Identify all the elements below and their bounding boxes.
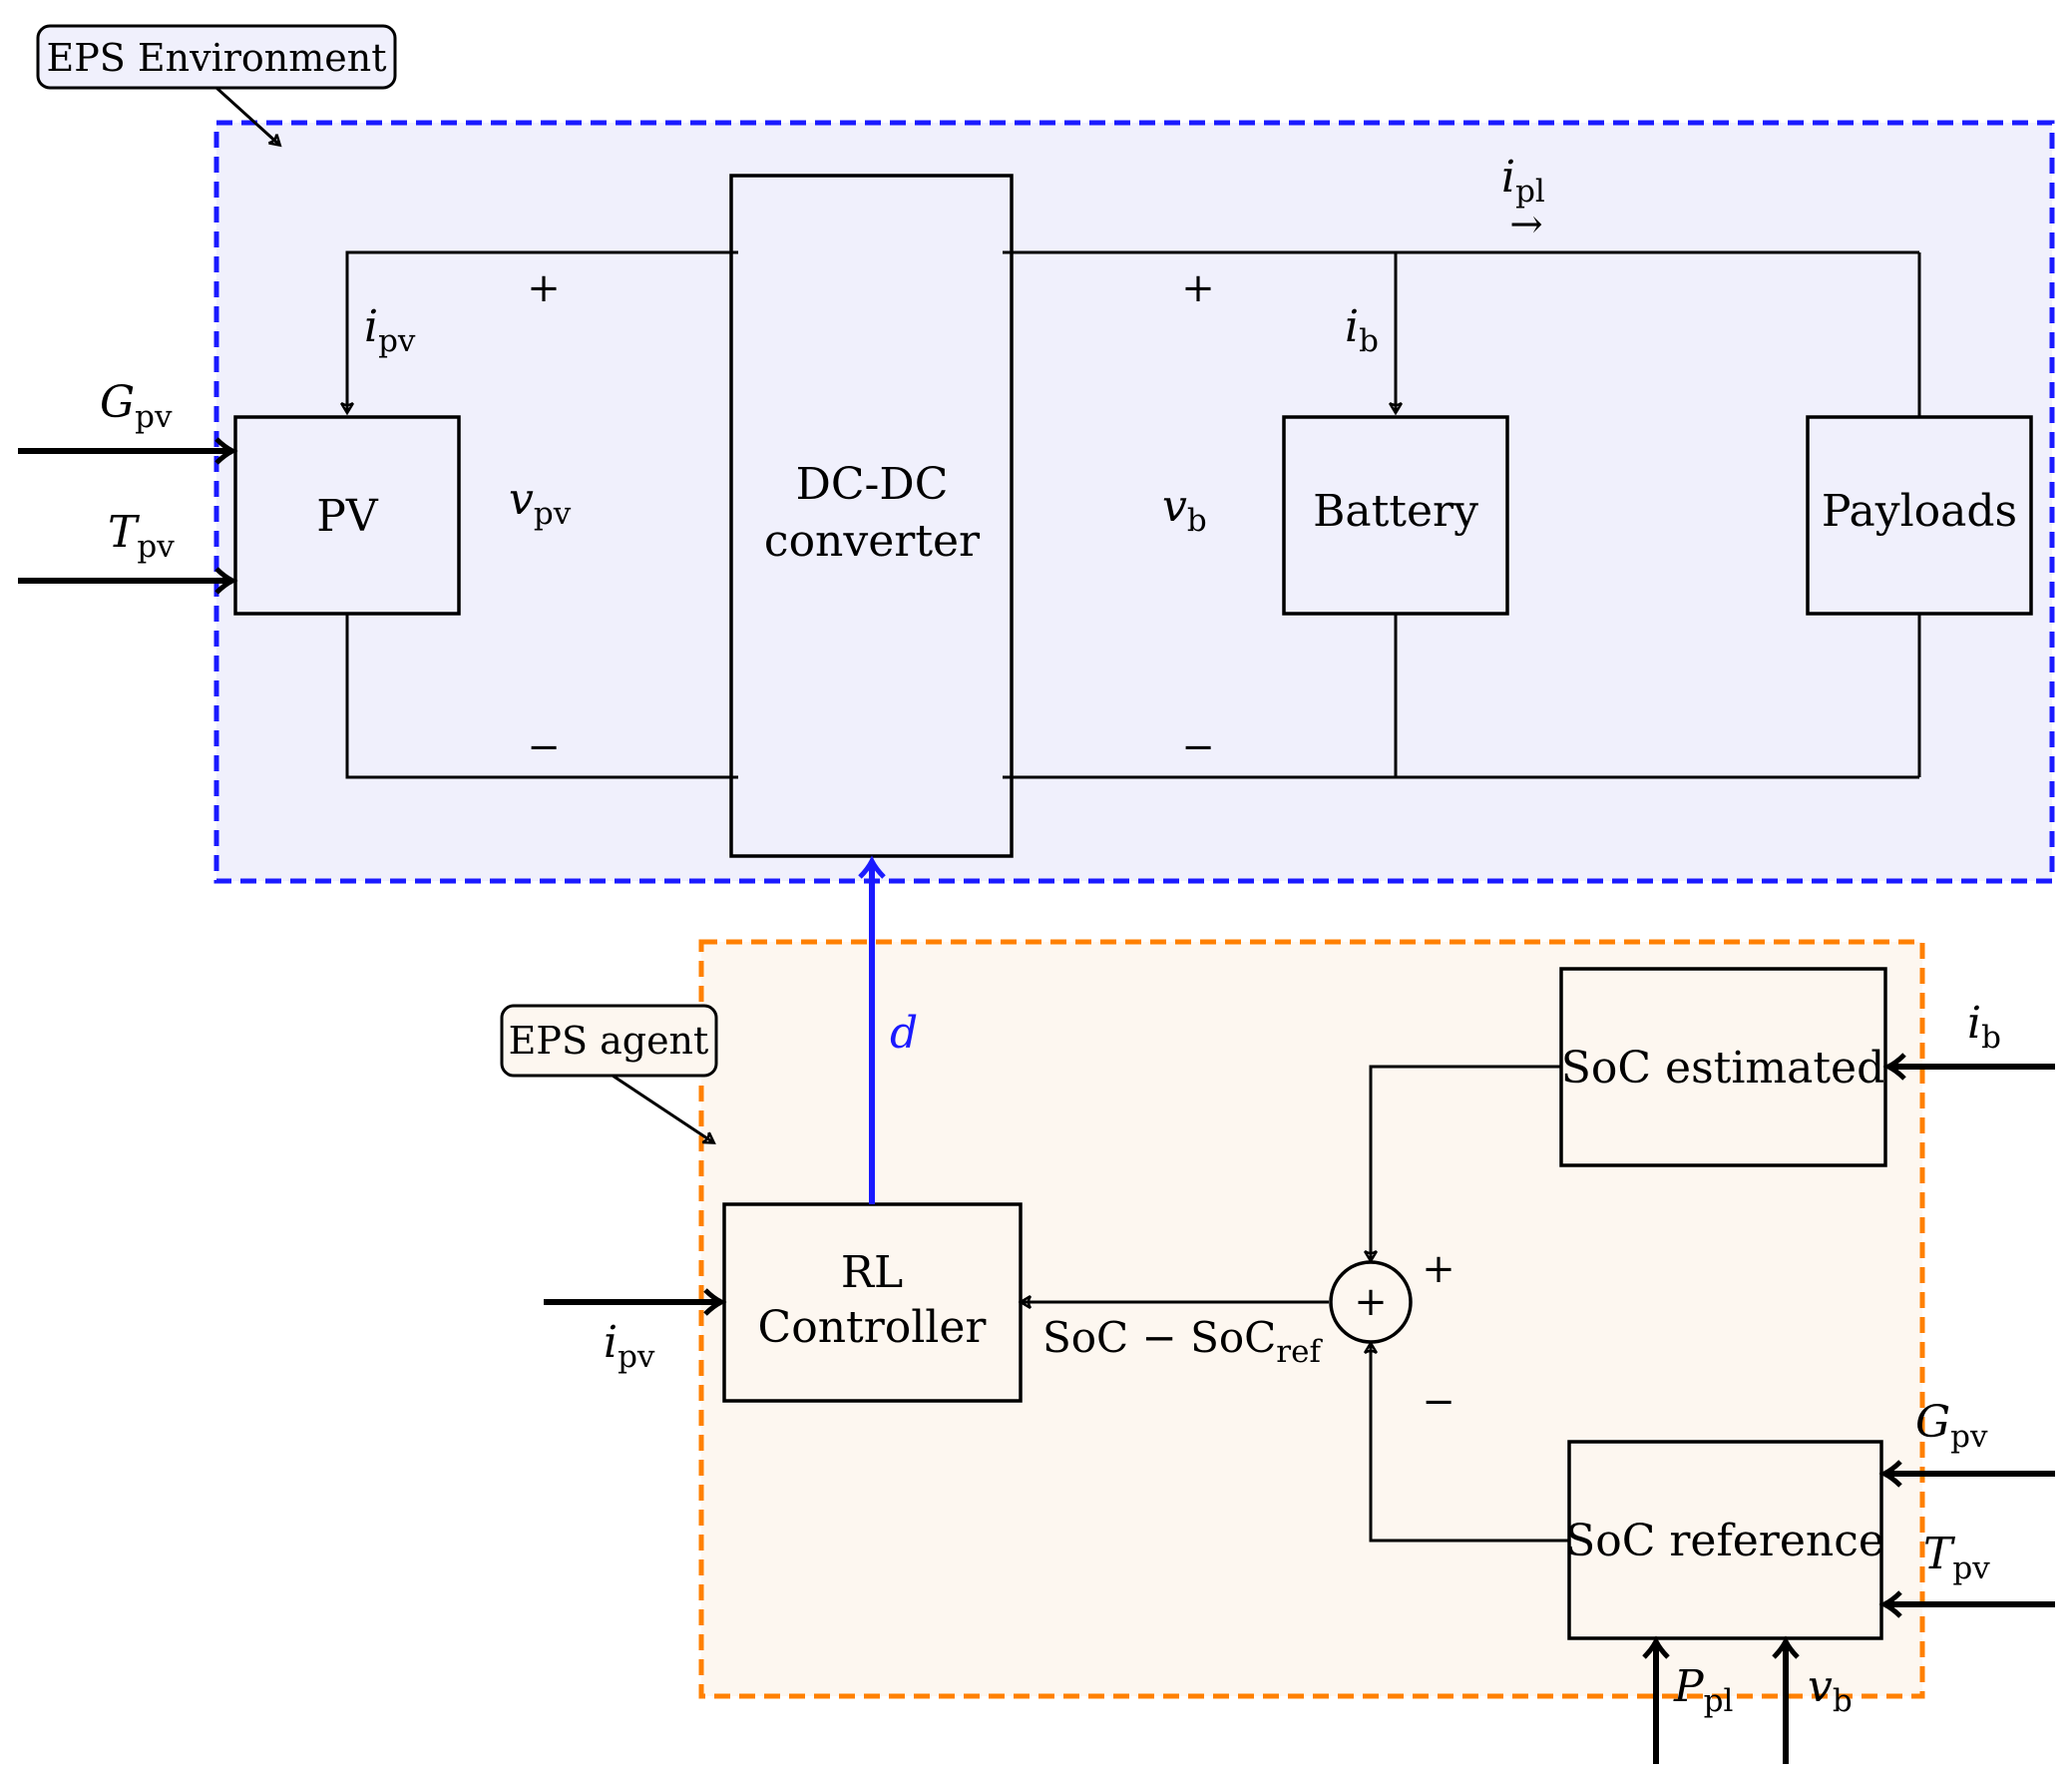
payload-power-input-label: Ppl <box>1673 1661 1733 1719</box>
bus-voltage-label: vb <box>1162 481 1207 539</box>
battery-label: Battery <box>1313 486 1478 537</box>
soc-estimated-wire <box>1371 1065 1561 1260</box>
payloads-label: Payloads <box>1822 486 2017 537</box>
soc-reference-label: SoC reference <box>1565 1516 1884 1566</box>
eps-environment: PV DC-DC converter Battery Payloads + − … <box>18 24 2055 884</box>
pv-current-label: ipv <box>364 301 416 359</box>
environment-tag-label: EPS Environment <box>46 36 386 80</box>
converter-label-line2: converter <box>764 516 981 567</box>
irradiance-agent-input-label: Gpv <box>1915 1397 1988 1455</box>
converter-label-line1: DC-DC <box>796 459 949 510</box>
temperature-input-label: Tpv <box>108 507 175 565</box>
pv-block: PV <box>233 415 461 616</box>
pv-negative-wire <box>345 614 738 779</box>
pv-plus-sign: + <box>527 265 561 311</box>
pv-positive-wire <box>347 250 738 412</box>
agent-tag: EPS agent <box>500 1004 718 1142</box>
soc-reference-block: SoC reference <box>1565 1440 1884 1640</box>
rl-controller-label-line1: RL <box>841 1247 903 1298</box>
duty-cycle-label: d <box>890 1008 918 1059</box>
payloads-block: Payloads <box>1806 415 2033 616</box>
battery-block: Battery <box>1282 415 1509 616</box>
pv-voltage-label: vpv <box>509 474 572 532</box>
environment-tag: EPS Environment <box>36 24 397 145</box>
eps-agent: + + − SoC − SoCref RL Controller SoC est… <box>500 855 2055 1764</box>
battery-current-label: ib <box>1345 301 1379 359</box>
payload-current-arrow: → <box>1509 202 1543 247</box>
summing-junction-symbol: + <box>1354 1279 1388 1325</box>
summing-junction: + <box>1329 1260 1413 1344</box>
pv-label: PV <box>316 491 379 542</box>
rl-controller-label-line2: Controller <box>758 1302 988 1353</box>
bus-plus-sign: + <box>1181 265 1215 311</box>
agent-boundary <box>698 939 1925 1699</box>
summer-minus-sign: − <box>1422 1379 1455 1425</box>
soc-estimated-block: SoC estimated <box>1559 967 1887 1167</box>
pv-minus-sign: − <box>527 724 561 770</box>
environment-boundary <box>213 120 2055 884</box>
soc-reference-wire <box>1371 1344 1569 1543</box>
soc-estimated-label: SoC estimated <box>1561 1043 1885 1094</box>
battery-current-input-label: ib <box>1967 998 2001 1056</box>
bus-voltage-input-label: vb <box>1808 1661 1853 1719</box>
bus-minus-sign: − <box>1181 724 1215 770</box>
pv-current-input-label: ipv <box>604 1317 655 1375</box>
payload-current-label: ipl <box>1501 152 1545 210</box>
temperature-agent-input-label: Tpv <box>1923 1529 1990 1586</box>
irradiance-input-label: Gpv <box>100 377 173 435</box>
agent-tag-label: EPS agent <box>509 1019 709 1063</box>
summer-plus-sign: + <box>1422 1246 1455 1292</box>
soc-error-label: SoC − SoCref <box>1042 1313 1323 1370</box>
